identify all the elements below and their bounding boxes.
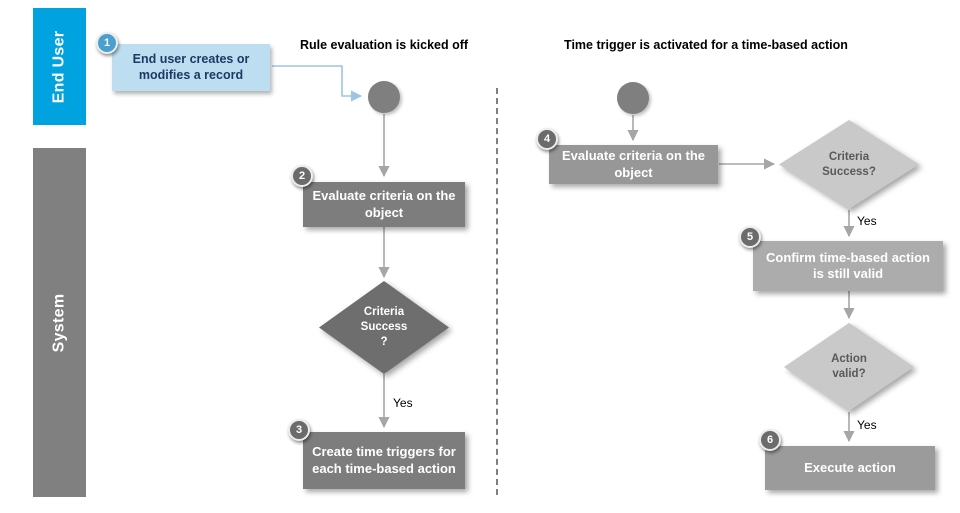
- decision-left-line2: Success: [360, 321, 408, 334]
- flow-divider: [496, 88, 498, 495]
- step-badge-1: 1: [96, 32, 118, 54]
- decision-left-line1: Criteria: [363, 306, 405, 319]
- connector-record-to-start: [272, 65, 363, 102]
- right-flow-title: Time trigger is activated for a time-bas…: [564, 38, 848, 52]
- step-badge-4: 4: [536, 128, 558, 150]
- decision-criteria-success-left: Criteria Success ?: [319, 281, 449, 374]
- swimlane-end-user: End User: [33, 8, 86, 125]
- decision-right1-line1: Criteria: [828, 150, 870, 163]
- step-badge-6: 6: [759, 429, 781, 451]
- step-badge-5: 5: [739, 226, 761, 248]
- step-badge-3: 3: [288, 419, 310, 441]
- decision-criteria-success-right: Criteria Success?: [779, 120, 919, 209]
- decision-left-line3: ?: [380, 335, 388, 348]
- decision-right2-line2: valid?: [832, 368, 866, 380]
- yes-label-left: Yes: [393, 396, 413, 410]
- left-flow-title: Rule evaluation is kicked off: [299, 38, 469, 52]
- node-execute-action-label: Execute action: [804, 459, 896, 475]
- swimlane-system: System: [33, 148, 86, 497]
- decision-right1-line2: Success?: [822, 165, 876, 178]
- node-confirm-action-valid-label: Confirm time-based action is still valid: [766, 249, 930, 281]
- node-evaluate-criteria-left: Evaluate criteria on the object: [303, 182, 465, 227]
- yes-label-right-2: Yes: [857, 418, 877, 432]
- node-evaluate-criteria-right: Evaluate criteria on the object: [549, 145, 718, 184]
- node-create-time-triggers: Create time triggers for each time-based…: [303, 432, 465, 489]
- node-evaluate-criteria-left-label: Evaluate criteria on the object: [312, 188, 456, 220]
- swimlane-end-user-label: End User: [50, 30, 68, 103]
- start-node-left: [368, 81, 400, 113]
- node-create-time-triggers-label: Create time triggers for each time-based…: [312, 444, 456, 476]
- node-confirm-action-valid: Confirm time-based action is still valid: [753, 241, 943, 291]
- step-badge-2: 2: [291, 165, 313, 187]
- decision-action-valid-shape: Action valid?: [784, 323, 914, 411]
- decision-right2-line1: Action: [831, 353, 867, 366]
- decision-criteria-success-left-shape: Criteria Success ?: [319, 281, 449, 374]
- decision-criteria-success-right-shape: Criteria Success?: [779, 120, 919, 209]
- yes-label-right-1: Yes: [857, 214, 877, 228]
- node-record-created-label: End user creates or modifies a record: [132, 51, 250, 82]
- node-record-created: End user creates or modifies a record: [112, 44, 270, 91]
- node-execute-action: Execute action: [765, 446, 935, 490]
- decision-action-valid: Action valid?: [784, 323, 914, 411]
- node-evaluate-criteria-right-label: Evaluate criteria on the object: [561, 148, 706, 180]
- swimlane-system-label: System: [50, 293, 68, 352]
- start-node-right: [617, 82, 649, 114]
